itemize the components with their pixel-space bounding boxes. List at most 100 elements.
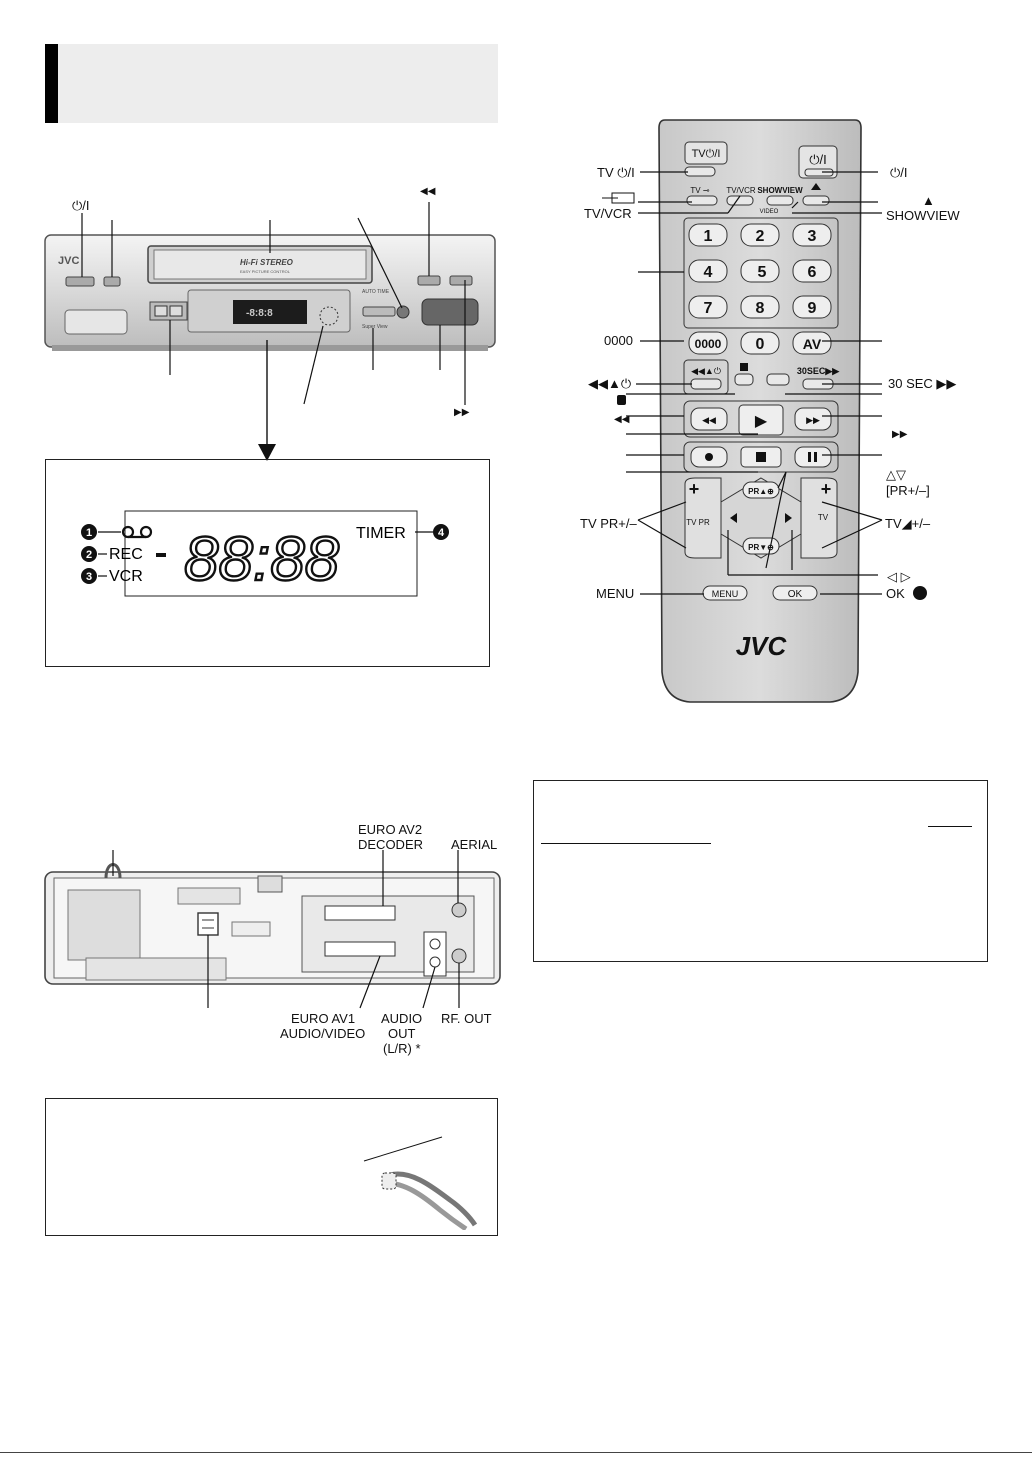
front-rewind-label: ◀◀: [420, 186, 436, 197]
remote-tri-label: △▽: [886, 467, 906, 482]
digit-4-text: 4: [704, 264, 713, 281]
showview-btn-text: SHOWVIEW: [757, 186, 803, 195]
play-button[interactable]: [738, 404, 784, 436]
vcr-front-panel: JVC Hi-Fi STEREO EASY PICTURE CONTROL -8…: [44, 202, 496, 405]
cassette-icon: [121, 525, 153, 539]
note-underline-2: [541, 843, 711, 844]
tv-power-btn-text: TV⏻/I: [692, 148, 721, 160]
svg-text:+: +: [821, 479, 832, 499]
remote-eject-label: ▲: [922, 193, 935, 208]
digit-1-button[interactable]: [688, 223, 728, 247]
digit-0-text: 0: [756, 336, 765, 353]
rear-audio-label: AUDIO: [381, 1011, 423, 1026]
info-icon: [913, 586, 927, 600]
digit-0-button[interactable]: [740, 331, 780, 355]
svg-text:+: +: [689, 479, 700, 499]
video-btn-text: VIDEO: [760, 209, 779, 215]
power-cable-illustration: [363, 1136, 478, 1230]
digit-8-button[interactable]: [740, 295, 780, 319]
tv-input-button[interactable]: [686, 195, 718, 206]
remote-rewind-label: ◀◀: [614, 414, 630, 425]
rewind-icon: ◀◀: [702, 415, 716, 425]
callout-3: 3: [86, 571, 92, 583]
menu-button[interactable]: [702, 585, 748, 601]
index-button[interactable]: [766, 373, 790, 386]
remote-callout-lines: [626, 171, 883, 595]
lock-button[interactable]: [734, 373, 754, 386]
ok-button[interactable]: [772, 585, 818, 601]
digit-5-button[interactable]: [740, 259, 780, 283]
callout-1: 1: [86, 527, 92, 539]
digit-9-text: 9: [808, 300, 817, 317]
record-icon: [705, 453, 713, 461]
rear-rf-out-label: RF. OUT: [441, 1011, 492, 1026]
section-title-marker: [45, 44, 58, 123]
digit-7-button[interactable]: [688, 295, 728, 319]
pr-down-text: PR▼⊖: [748, 543, 774, 552]
ffwd-button[interactable]: [794, 407, 832, 431]
digit-8-text: 8: [756, 300, 765, 317]
eject-button[interactable]: [802, 195, 830, 206]
digit-3-text: 3: [808, 228, 817, 245]
tv-vol-text: TV: [818, 513, 829, 522]
rec-indicator: REC: [109, 546, 143, 563]
rew-eject-text: ◀◀▲⏻: [691, 366, 721, 376]
left-arrow-icon: [730, 513, 737, 523]
remote-ffwd-label: ▶▶: [892, 429, 908, 440]
auto-time-text: AUTO TIME: [362, 289, 390, 295]
digit-1-text: 1: [704, 228, 713, 245]
remote-showview-label: SHOWVIEW: [886, 208, 960, 223]
digit-2-button[interactable]: [740, 223, 780, 247]
note-underline-1: [928, 826, 972, 827]
remote-zero4-label: 0000: [604, 333, 633, 348]
super-view-text: Super View: [362, 324, 388, 330]
rear-out-label: OUT: [388, 1026, 416, 1041]
remote-pr-pm-label: [PR+/–]: [886, 483, 930, 498]
vcr-rear-panel: [44, 850, 501, 1009]
front-ffwd-label: ▶▶: [454, 407, 470, 418]
rear-decoder-label: DECODER: [358, 837, 424, 852]
remote-rew-eject-label: ◀◀▲⏻: [588, 376, 632, 391]
remote-sec30-label: 30 SEC ▶▶: [888, 376, 957, 391]
play-icon: ▶: [755, 413, 768, 430]
rewind-button[interactable]: [690, 407, 728, 431]
right-arrow-icon: [785, 513, 792, 523]
digit-5-text: 5: [758, 264, 767, 281]
display-panel: 1 2 3 4 REC VCR 88:88 TIMER: [81, 510, 449, 597]
av-button[interactable]: [792, 331, 832, 355]
pr-up-text: PR▲⊕: [748, 487, 774, 496]
display-digits: 88:88: [184, 525, 340, 594]
pr-up-button[interactable]: [742, 481, 780, 499]
eject-icon: [811, 183, 821, 190]
digit-2-text: 2: [756, 228, 765, 245]
av-text: AV: [803, 336, 822, 352]
power-btn-text: ⏻/I: [809, 152, 827, 167]
remote-menu-label: MENU: [596, 586, 635, 601]
rear-lr-label: (L/R) *: [383, 1041, 421, 1056]
rear-audio-video-label: AUDIO/VIDEO: [280, 1026, 366, 1041]
lock-label-icon: [617, 395, 626, 405]
digit-9-button[interactable]: [792, 295, 832, 319]
lock-icon: [740, 363, 748, 371]
digit-6-button[interactable]: [792, 259, 832, 283]
menu-text: MENU: [712, 589, 739, 599]
display-pointer-arrow: [258, 340, 276, 461]
rear-euro-av2-label: EURO AV2: [358, 822, 423, 837]
digit-3-button[interactable]: [792, 223, 832, 247]
zero4-button[interactable]: [688, 331, 728, 355]
digit-7-text: 7: [704, 300, 713, 317]
ok-text: OK: [788, 589, 803, 600]
showview-button[interactable]: [766, 195, 794, 206]
tv-input-icon: [602, 192, 635, 204]
vcr-indicator: VCR: [109, 568, 143, 585]
front-power-label: ⏻/I: [72, 198, 90, 213]
section-title-bar: [45, 44, 498, 123]
brand-logo: JVC: [58, 255, 79, 267]
remote-lr-label: ◁ ▷: [887, 569, 911, 584]
hifi-logo: Hi-Fi STEREO: [240, 258, 294, 267]
digit-4-button[interactable]: [688, 259, 728, 283]
tv-input-btn-text: TV ⊸: [690, 186, 709, 195]
rear-aerial-label: AERIAL: [451, 837, 498, 852]
page-bottom-rule: [0, 1452, 1032, 1453]
pause-button[interactable]: [794, 446, 832, 468]
